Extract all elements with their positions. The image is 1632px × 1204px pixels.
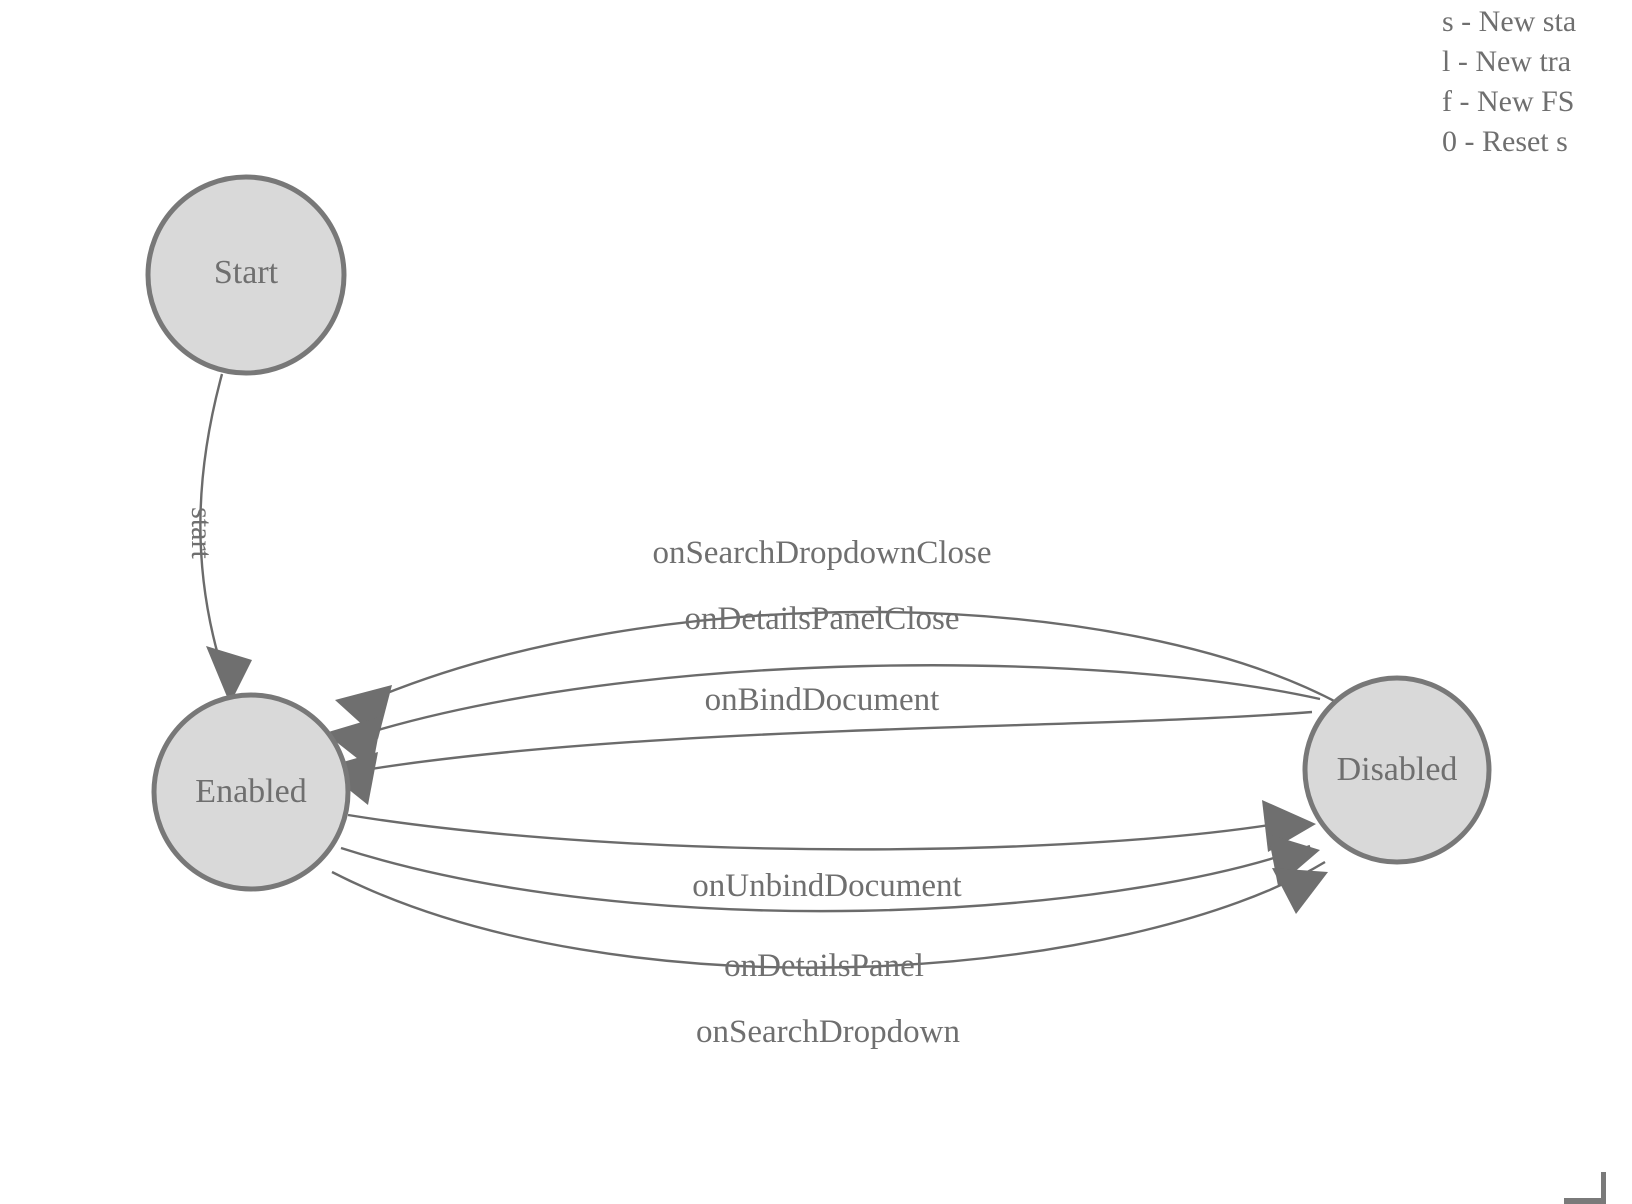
state-label-disabled: Disabled <box>1337 751 1458 788</box>
transition-onunbinddocument-path[interactable] <box>347 813 1301 851</box>
transition-ondetailspanelclose-path[interactable] <box>357 664 1321 738</box>
state-label-start: Start <box>214 254 279 291</box>
transition-onsearchdropdown-arrowhead <box>1272 868 1328 914</box>
transition-label-start: start <box>185 507 218 559</box>
transition-label-onsearchdropdown: onSearchDropdown <box>696 1014 960 1050</box>
transition-onsearchdropdown[interactable] <box>331 860 1328 969</box>
transition-start-path[interactable] <box>199 373 224 656</box>
transition-label-ondetailspanelclose: onDetailsPanelClose <box>685 601 960 637</box>
transition-onsearchdropdown-path[interactable] <box>331 860 1326 969</box>
state-node-start[interactable]: Start <box>145 174 347 376</box>
transition-label-onbinddocument: onBindDocument <box>705 682 940 718</box>
state-circle-start[interactable] <box>145 174 347 376</box>
transition-onbinddocument-path[interactable] <box>351 710 1313 774</box>
transition-label-onunbinddocument: onUnbindDocument <box>692 868 961 904</box>
transition-onunbinddocument[interactable] <box>347 800 1316 852</box>
canvas-corner-frame-horizontal <box>1564 1198 1606 1204</box>
transition-label-ondetailspanel: onDetailsPanel <box>724 948 924 984</box>
canvas-corner-frame-vertical <box>1601 1172 1632 1204</box>
transition-onbinddocument[interactable] <box>322 710 1313 805</box>
transition-ondetailspanel-path[interactable] <box>340 844 1311 913</box>
state-node-disabled[interactable]: Disabled <box>1302 675 1492 865</box>
state-label-enabled: Enabled <box>195 773 306 810</box>
state-circle-enabled[interactable] <box>151 692 351 892</box>
transition-onsearchdropdownclose-path[interactable] <box>369 610 1341 706</box>
transition-start-arrowhead <box>206 646 252 704</box>
transition-label-onsearchdropdownclose: onSearchDropdownClose <box>652 535 991 571</box>
state-circle-disabled[interactable] <box>1302 675 1492 865</box>
state-node-enabled[interactable]: Enabled <box>151 692 351 892</box>
transition-start[interactable] <box>199 373 252 704</box>
